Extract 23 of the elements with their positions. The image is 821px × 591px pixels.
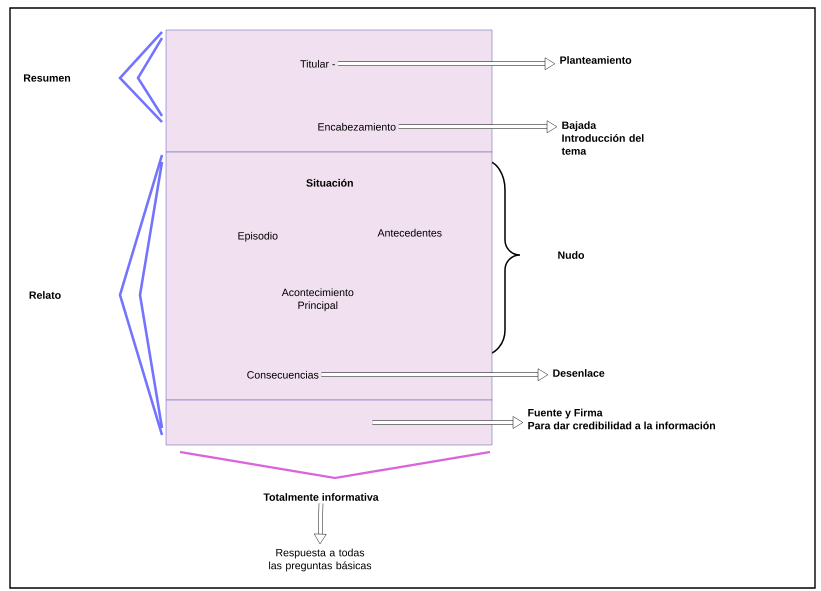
item-text: Consecuencias	[247, 370, 318, 379]
result-text: Respuesta a todas las preguntas básicas	[269, 548, 372, 572]
summary-text: Totalmente informativa	[264, 493, 379, 501]
result-text: Fuente y Firma Para dar credibilidad a la información	[528, 408, 716, 430]
item-text: Situación	[306, 178, 353, 187]
hollow-arrow	[338, 57, 556, 70]
result-text: Bajada Introducción del tema	[562, 121, 644, 155]
result-text: Planteamiento	[560, 56, 632, 64]
hollow-arrow	[314, 503, 327, 544]
hollow-arrow	[398, 120, 558, 134]
hollow-arrow	[321, 368, 548, 382]
section-band	[166, 400, 492, 446]
hollow-arrow	[372, 416, 524, 429]
item-text: Episodio	[238, 232, 278, 242]
section-label: Relato	[30, 291, 61, 299]
item-text: Acontecimiento Principal	[282, 288, 354, 312]
section-band	[166, 30, 492, 152]
item-text: Encabezamiento	[318, 122, 396, 131]
result-text: Desenlace	[553, 369, 604, 377]
item-text: Titular -	[300, 60, 335, 68]
section-label: Nudo	[558, 251, 584, 259]
section-label: Resumen	[24, 74, 70, 82]
item-text: Antecedentes	[378, 228, 442, 237]
